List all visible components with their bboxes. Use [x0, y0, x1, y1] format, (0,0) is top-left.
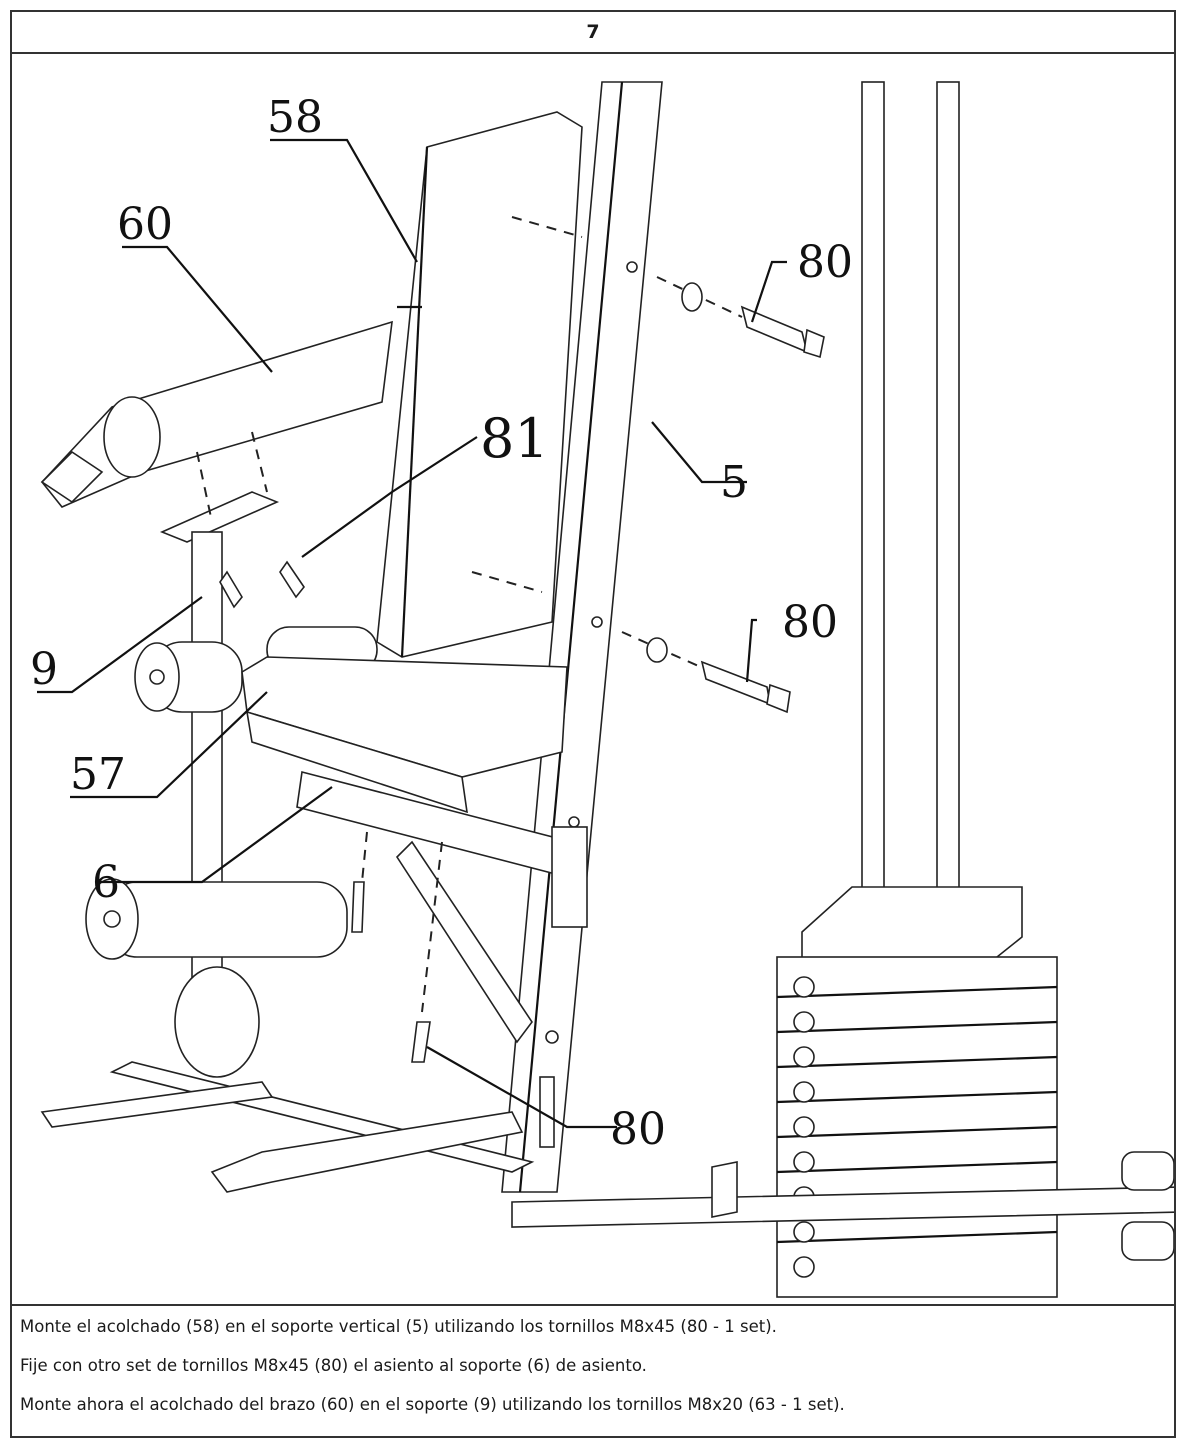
seat-57 [241, 656, 568, 814]
step-number: 7 [12, 12, 1174, 54]
callout-80-mid: 80 [782, 597, 838, 648]
arm-pad-60 [40, 320, 393, 508]
seat-support-6 [296, 771, 588, 1063]
callout-6: 6 [92, 857, 120, 908]
callout-80-bottom: 80 [610, 1104, 666, 1155]
callout-60: 60 [117, 199, 173, 250]
callout-9: 9 [30, 644, 58, 695]
leader-lines [37, 138, 787, 1129]
guide-rods [861, 81, 960, 913]
weight-stack [776, 886, 1058, 1298]
instruction-line: Fije con otro set de tornillos M8x45 (80… [20, 1356, 647, 1375]
assembly-diagram: 58 60 80 81 5 80 9 57 6 80 [12, 52, 1174, 1304]
backrest-58 [376, 111, 583, 658]
callout-81: 81 [480, 407, 549, 470]
instruction-line: Monte ahora el acolchado del brazo (60) … [20, 1395, 845, 1414]
instructions: Monte el acolchado (58) en el soporte ve… [12, 1304, 1174, 1438]
callout-5: 5 [720, 457, 748, 508]
page-frame: 7 [10, 10, 1176, 1438]
instruction-line: Monte el acolchado (58) en el soporte ve… [20, 1317, 777, 1336]
callout-80-top: 80 [797, 237, 853, 288]
callout-58: 58 [267, 92, 323, 143]
bolt-80-top [681, 282, 825, 359]
base-frame [40, 1061, 1174, 1261]
bolt-80-mid [646, 637, 791, 714]
callout-57: 57 [70, 749, 126, 800]
